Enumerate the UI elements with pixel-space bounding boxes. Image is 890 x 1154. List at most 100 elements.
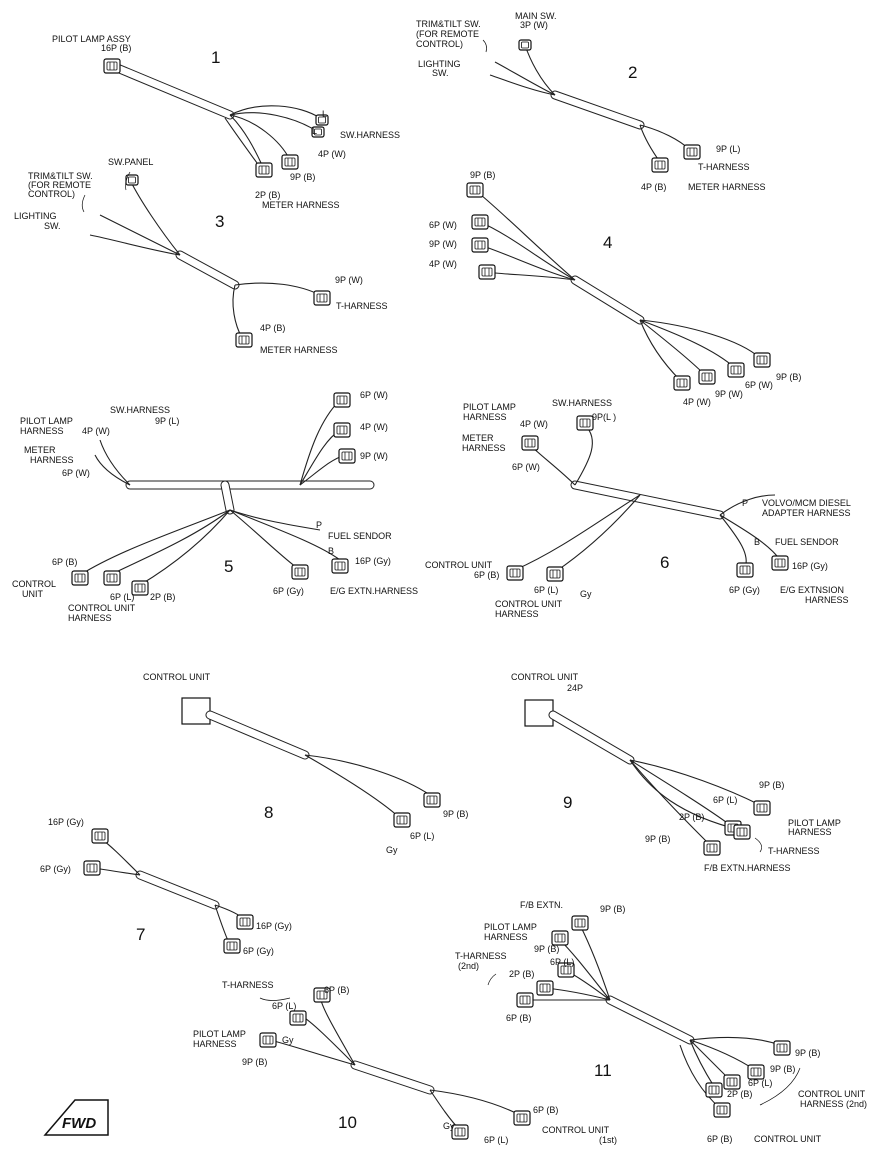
number-8: 8 bbox=[264, 803, 273, 822]
label-pilot-lamp: PILOT LAMP bbox=[788, 818, 841, 828]
labels-harness-1: PILOT LAMP ASSY 16P (B) L L SW.HARNESS 4… bbox=[52, 34, 400, 210]
label-3p-w: 3P (W) bbox=[520, 20, 548, 30]
label-gy: Gy bbox=[282, 1035, 294, 1045]
label-unit: UNIT bbox=[22, 589, 43, 599]
label-l2: L bbox=[312, 126, 317, 136]
harness-1 bbox=[103, 58, 329, 178]
label-pilot-lamp: PILOT LAMP bbox=[20, 416, 73, 426]
labels-harness-5: PILOT LAMP HARNESS SW.HARNESS 4P (W) 9P … bbox=[12, 390, 418, 623]
label-2p-b-right: 2P (B) bbox=[727, 1089, 752, 1099]
label-6p-gy: 6P (Gy) bbox=[40, 864, 71, 874]
label-eg-extn-harness: E/G EXTN.HARNESS bbox=[330, 586, 418, 596]
label-6p-w-right: 6P (W) bbox=[360, 390, 388, 400]
harness-5 bbox=[71, 392, 375, 596]
label-harness: HARNESS bbox=[484, 932, 528, 942]
harness-9 bbox=[524, 699, 771, 856]
label-9p-b-right: 9P (B) bbox=[776, 372, 801, 382]
label-lighting: LIGHTING bbox=[418, 59, 461, 69]
label-control-unit: CONTROL UNIT bbox=[754, 1134, 822, 1144]
label-eg-2: HARNESS bbox=[805, 595, 849, 605]
label-t-harness: T-HARNESS bbox=[336, 301, 388, 311]
label-16p-gy: 16P (Gy) bbox=[792, 561, 828, 571]
label-6p-b: 6P (B) bbox=[474, 570, 499, 580]
label-16p-b: 16P (B) bbox=[101, 43, 131, 53]
label-9p-b: 9P (B) bbox=[443, 809, 468, 819]
fwd-label: FWD bbox=[62, 1115, 96, 1132]
harness-10 bbox=[259, 987, 531, 1140]
label-9p-b: 9P (B) bbox=[759, 780, 784, 790]
label-9p-l: 9P (L) bbox=[155, 416, 179, 426]
label-p: P bbox=[316, 520, 322, 530]
label-16p-gy: 16P (Gy) bbox=[355, 556, 391, 566]
label-4p-b: 4P (B) bbox=[641, 182, 666, 192]
label-6p-gy: 6P (Gy) bbox=[729, 585, 760, 595]
label-24p: 24P bbox=[567, 683, 583, 693]
label-control-unit: CONTROL UNIT bbox=[542, 1125, 610, 1135]
label-9p-l: 9P (L) bbox=[716, 144, 740, 154]
label-2p-b: 2P (B) bbox=[679, 812, 704, 822]
label-trim-tilt-3: CONTROL) bbox=[28, 189, 75, 199]
labels-harness-7: 16P (Gy) 6P (Gy) 16P (Gy) 6P (Gy) bbox=[40, 817, 292, 956]
label-6p-b: 6P (B) bbox=[52, 557, 77, 567]
label-control-unit: CONTROL UNIT bbox=[425, 560, 493, 570]
label-pilot-lamp: PILOT LAMP bbox=[484, 922, 537, 932]
label-trim-tilt-3: CONTROL) bbox=[416, 39, 463, 49]
number-3: 3 bbox=[215, 212, 224, 231]
number-10: 10 bbox=[338, 1113, 357, 1132]
label-9p-b-top: 9P (B) bbox=[470, 170, 495, 180]
label-fb-extn-harness: F/B EXTN.HARNESS bbox=[704, 863, 791, 873]
label-control: CONTROL bbox=[12, 579, 56, 589]
label-t-harness: T-HARNESS bbox=[768, 846, 820, 856]
label-sw-harness: SW.HARNESS bbox=[340, 130, 400, 140]
label-trim-tilt-1: TRIM&TILT SW. bbox=[416, 19, 481, 29]
label-9p-b: 9P (B) bbox=[242, 1057, 267, 1067]
labels-harness-3: SW.PANEL TRIM&TILT SW. (FOR REMOTE CONTR… bbox=[14, 157, 388, 355]
label-sw: SW. bbox=[44, 221, 61, 231]
label-6p-l: 6P (L) bbox=[713, 795, 737, 805]
number-4: 4 bbox=[603, 233, 612, 252]
label-9p-w: 9P (W) bbox=[335, 275, 363, 285]
label-9p-l: 9P(L ) bbox=[592, 412, 616, 422]
label-t-harness: T-HARNESS bbox=[698, 162, 750, 172]
label-meter-harness: METER HARNESS bbox=[688, 182, 766, 192]
label-6p-gy: 6P (Gy) bbox=[273, 586, 304, 596]
fwd-indicator: FWD bbox=[43, 1099, 109, 1136]
labels-harness-6: PILOT LAMP HARNESS SW.HARNESS 4P (W) 9P(… bbox=[425, 398, 851, 619]
label-6p-l-right: 6P (L) bbox=[484, 1135, 508, 1145]
label-p: P bbox=[742, 498, 748, 508]
label-4p-w: 4P (W) bbox=[429, 259, 457, 269]
label-meter: METER bbox=[24, 445, 56, 455]
label-2nd: (2nd) bbox=[458, 961, 479, 971]
label-sw-harness: SW.HARNESS bbox=[552, 398, 612, 408]
labels-harness-9: CONTROL UNIT 24P 9P (B) 6P (L) 2P (B) 9P… bbox=[511, 672, 841, 873]
label-fb-extn: F/B EXTN. bbox=[520, 900, 563, 910]
label-6p-b-right: 6P (B) bbox=[533, 1105, 558, 1115]
label-9p-b-2: 9P (B) bbox=[645, 834, 670, 844]
label-16p-gy: 16P (Gy) bbox=[48, 817, 84, 827]
label-6p-w-right: 6P (W) bbox=[745, 380, 773, 390]
label-6p-l: 6P (L) bbox=[534, 585, 558, 595]
label-4p-w: 4P (W) bbox=[520, 419, 548, 429]
label-gy: Gy bbox=[580, 589, 592, 599]
label-volvo-1: VOLVO/MCM DIESEL bbox=[762, 498, 851, 508]
harness-4 bbox=[466, 182, 771, 391]
label-volvo-2: ADAPTER HARNESS bbox=[762, 508, 851, 518]
label-t-harness: T-HARNESS bbox=[222, 980, 274, 990]
label-gy-2: Gy bbox=[443, 1121, 455, 1131]
label-cu-harness-1: CONTROL UNIT bbox=[495, 599, 563, 609]
label-6p-l: 6P (L) bbox=[550, 957, 574, 967]
label-4p-w-right: 4P (W) bbox=[360, 422, 388, 432]
label-sw-panel: SW.PANEL bbox=[108, 157, 153, 167]
label-6p-w: 6P (W) bbox=[512, 462, 540, 472]
label-trim-tilt-2: (FOR REMOTE bbox=[28, 180, 91, 190]
label-9p-b-2: 9P (B) bbox=[534, 944, 559, 954]
label-fuel-sendor: FUEL SENDOR bbox=[775, 537, 839, 547]
number-2: 2 bbox=[628, 63, 637, 82]
label-pilot-lamp: PILOT LAMP bbox=[463, 402, 516, 412]
label-cu-harness-1: CONTROL UNIT bbox=[68, 603, 136, 613]
harness-6 bbox=[506, 415, 789, 582]
label-4p-b: 4P (B) bbox=[260, 323, 285, 333]
harness-3 bbox=[89, 174, 331, 348]
label-sw: SW. bbox=[432, 68, 449, 78]
